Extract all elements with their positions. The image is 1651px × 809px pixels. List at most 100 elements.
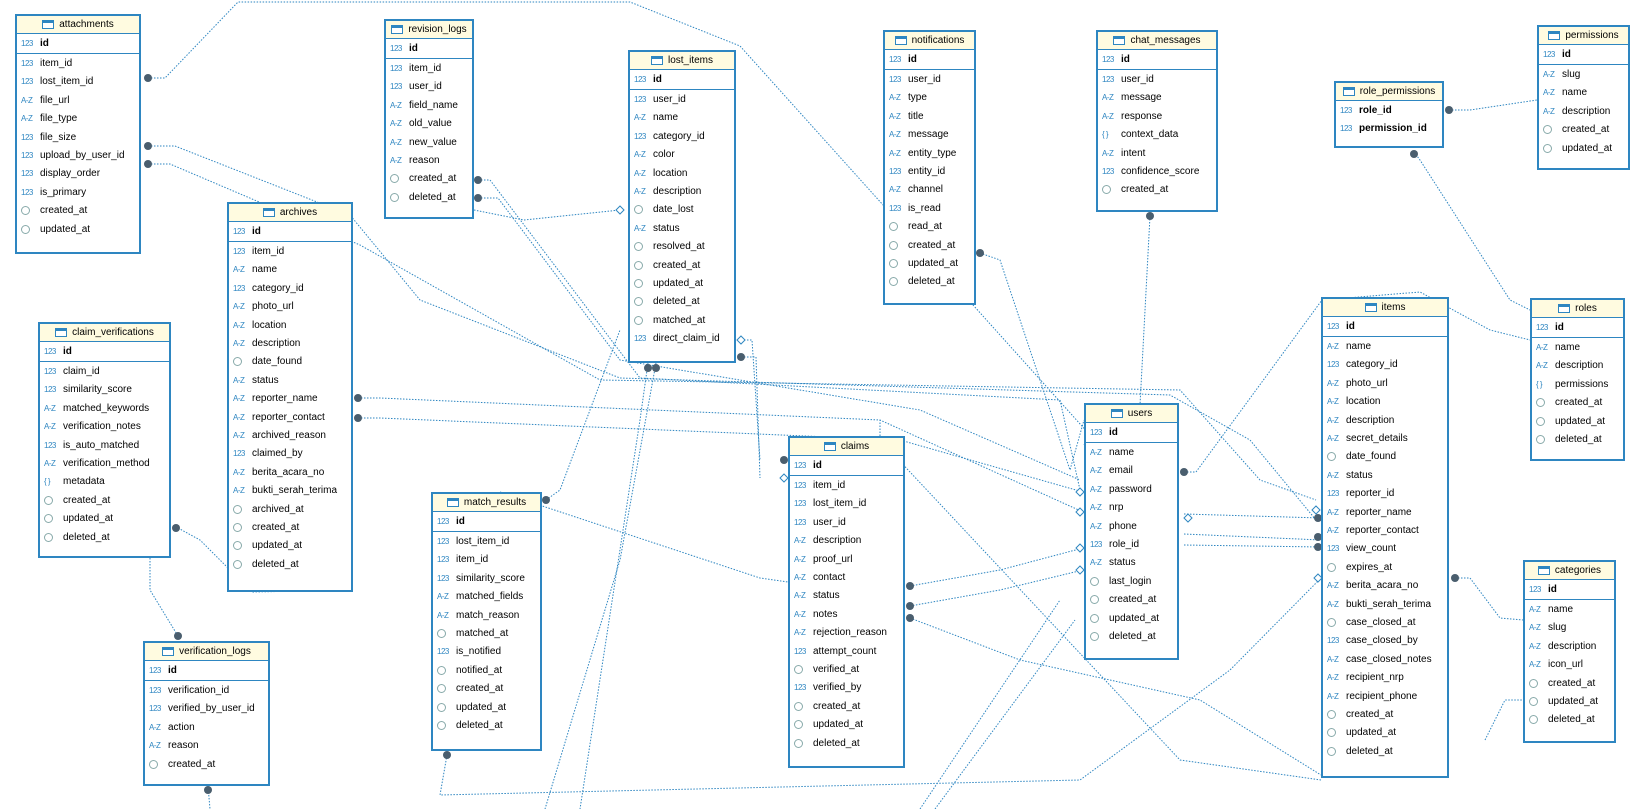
- column-row[interactable]: matched_at: [433, 624, 540, 642]
- column-row[interactable]: updated_at: [17, 220, 139, 238]
- column-row[interactable]: { }context_data: [1098, 126, 1216, 144]
- table-header[interactable]: attachments: [17, 16, 139, 34]
- column-row[interactable]: created_at: [630, 256, 734, 274]
- table-header[interactable]: roles: [1532, 300, 1623, 318]
- column-row[interactable]: verified_at: [790, 660, 903, 678]
- column-row[interactable]: date_lost: [630, 201, 734, 219]
- column-row[interactable]: matched_at: [630, 311, 734, 329]
- column-row[interactable]: deleted_at: [229, 555, 351, 573]
- column-row[interactable]: case_closed_at: [1323, 613, 1447, 631]
- column-row[interactable]: created_at: [40, 491, 169, 509]
- column-row[interactable]: { }permissions: [1532, 375, 1623, 393]
- column-row[interactable]: updated_at: [630, 274, 734, 292]
- column-row[interactable]: updated_at: [1323, 724, 1447, 742]
- column-row[interactable]: created_at: [17, 202, 139, 220]
- column-row[interactable]: expires_at: [1323, 558, 1447, 576]
- column-row[interactable]: updated_at: [229, 537, 351, 555]
- column-row[interactable]: updated_at: [885, 254, 974, 272]
- column-row[interactable]: deleted_at: [1532, 430, 1623, 448]
- column-row[interactable]: created_at: [1086, 591, 1177, 609]
- column-row[interactable]: updated_at: [1539, 139, 1628, 157]
- table-header[interactable]: archives: [229, 204, 351, 222]
- column-row[interactable]: created_at: [1525, 674, 1614, 692]
- column-row[interactable]: created_at: [386, 170, 472, 188]
- column-row[interactable]: read_at: [885, 218, 974, 236]
- column-row[interactable]: updated_at: [1086, 609, 1177, 627]
- column-row[interactable]: date_found: [1323, 448, 1447, 466]
- column-row[interactable]: updated_at: [40, 510, 169, 528]
- column-row[interactable]: deleted_at: [630, 293, 734, 311]
- column-row[interactable]: created_at: [885, 236, 974, 254]
- column-row[interactable]: notified_at: [433, 661, 540, 679]
- column-row[interactable]: deleted_at: [885, 273, 974, 291]
- column-row[interactable]: { }metadata: [40, 473, 169, 491]
- table-header[interactable]: verification_logs: [145, 643, 268, 661]
